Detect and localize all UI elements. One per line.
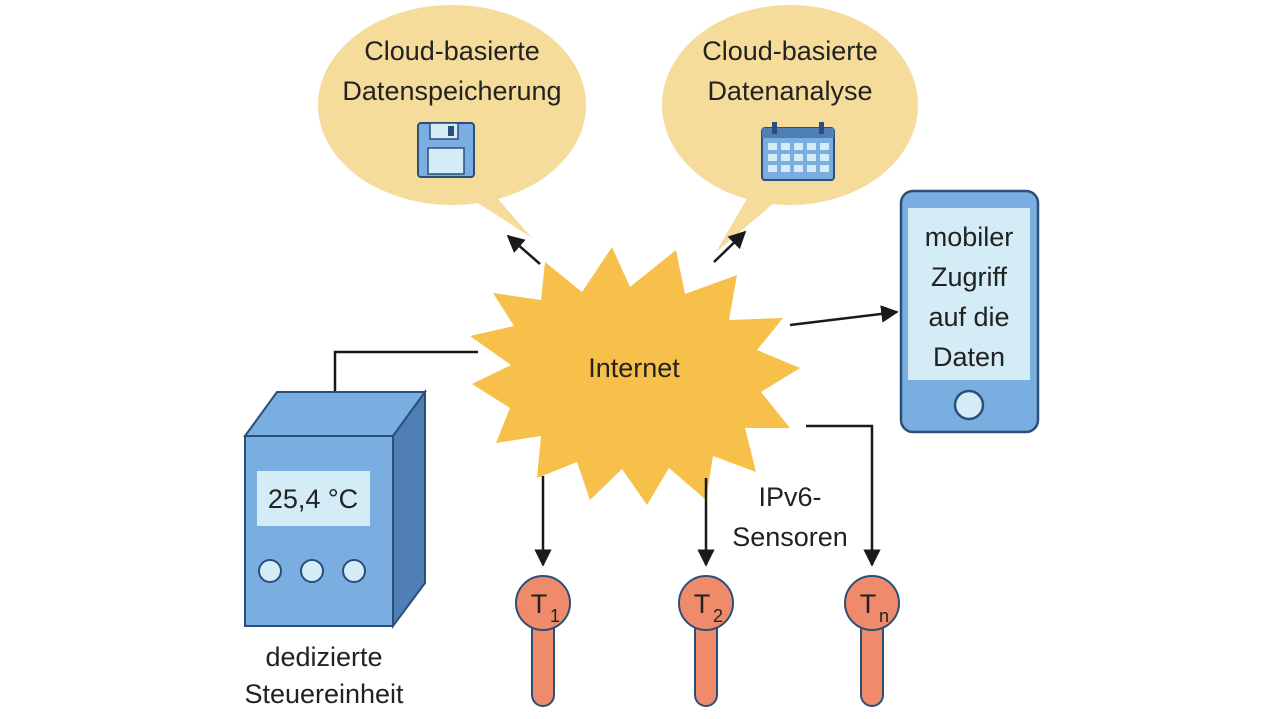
sensors-label-line2: Sensoren	[732, 522, 848, 552]
mobile-line-4: Daten	[933, 342, 1005, 372]
arrow-to-analysis	[713, 230, 747, 263]
controller-label-line2: Steuereinheit	[244, 679, 404, 709]
home-button-icon	[953, 389, 985, 421]
temperature-display: 25,4 °C	[268, 484, 358, 514]
controller-label-line1: dedizierte	[265, 642, 382, 672]
sensor-tn-letter: T	[860, 589, 877, 619]
mobile-line-1: mobiler	[925, 222, 1014, 252]
internet-burst: Internet	[470, 247, 800, 505]
sensors-label-line1: IPv6-	[758, 482, 821, 512]
cloud-storage-line1: Cloud-basierte	[364, 36, 540, 66]
sensor-t1-subscript: 1	[550, 606, 560, 626]
cloud-analysis-line2: Datenanalyse	[707, 76, 872, 106]
control-button-1	[258, 559, 282, 583]
sensor-t2-subscript: 2	[713, 606, 723, 626]
calendar-icon	[761, 122, 835, 181]
sensor-tn: T n	[844, 575, 900, 707]
arrow-to-storage	[506, 234, 541, 265]
control-unit: 25,4 °C	[243, 388, 427, 630]
cloud-storage-bubble: Cloud-basierte Datenspeicherung	[318, 5, 586, 238]
control-button-2	[300, 559, 324, 583]
mobile-line-3: auf die	[928, 302, 1009, 332]
mobile-line-2: Zugriff	[931, 262, 1008, 292]
arrow-to-mobile	[789, 305, 899, 327]
sensor-t2: T 2	[678, 575, 734, 707]
cloud-analysis-line1: Cloud-basierte	[702, 36, 878, 66]
sensor-tn-subscript: n	[879, 606, 889, 626]
mobile-device: mobiler Zugriff auf die Daten	[899, 189, 1040, 434]
sensor-t1: T 1	[515, 575, 571, 707]
internet-label: Internet	[588, 353, 680, 383]
control-button-3	[342, 559, 366, 583]
floppy-disk-icon	[417, 122, 475, 178]
sensor-t2-letter: T	[694, 589, 711, 619]
sensor-t1-letter: T	[531, 589, 548, 619]
cloud-analysis-bubble: Cloud-basierte Datenanalyse	[662, 5, 918, 252]
cloud-storage-line2: Datenspeicherung	[342, 76, 561, 106]
arrow-to-tn	[806, 424, 881, 567]
